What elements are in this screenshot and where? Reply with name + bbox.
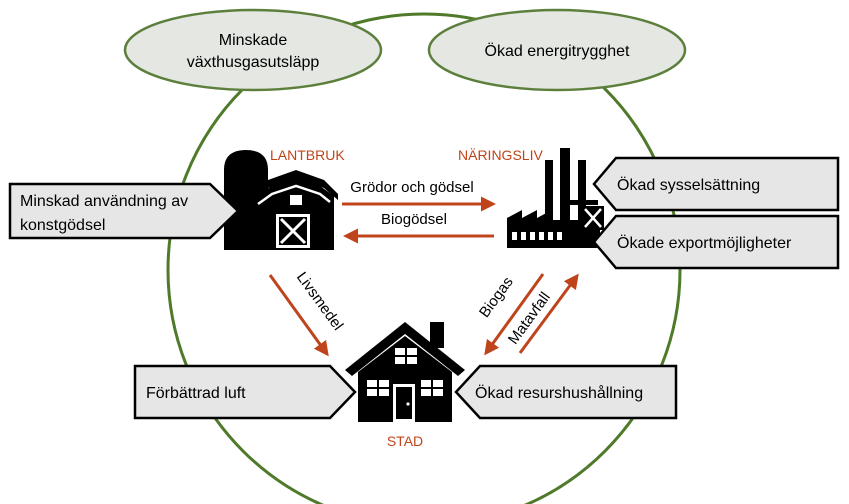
- flow-label-biogas: Biogas: [476, 274, 517, 321]
- cycle-circle: [166, 12, 682, 504]
- zone-label-city: STAD: [387, 433, 423, 449]
- arrow-industry-to-city: [484, 273, 545, 356]
- factory-icon: [507, 148, 604, 248]
- arrow-farm-to-city: [268, 274, 329, 357]
- oval-emissions-line1: Minskade: [219, 32, 288, 49]
- benefit-employment-text: Ökad sysselsättning: [617, 176, 760, 194]
- benefit-oval-emissions: Minskade växthusgasutsläpp: [123, 8, 383, 92]
- flow-label-crops-manure: Grödor och gödsel: [350, 179, 473, 196]
- barn-silo-icon: [224, 150, 338, 250]
- benefit-oval-energy: Ökad energitrygghet: [427, 8, 687, 92]
- benefit-less-fertilizer-line1: Minskad användning av: [20, 193, 188, 210]
- benefit-export-text: Ökade exportmöjligheter: [617, 234, 792, 252]
- benefit-better-air-text: Förbättrad luft: [146, 385, 246, 402]
- arrow-city-to-industry: [518, 273, 579, 354]
- oval-emissions-line2: växthusgasutsläpp: [187, 54, 320, 71]
- flow-label-biofertilizer: Biogödsel: [381, 211, 447, 228]
- benefit-box-resource-management: Ökad resurshushållning: [454, 364, 678, 420]
- benefit-resource-management-text: Ökad resurshushållning: [475, 384, 643, 402]
- zone-label-industry: NÄRINGSLIV: [458, 147, 543, 163]
- house-icon: [345, 322, 465, 422]
- benefit-box-export: Ökade exportmöjligheter: [592, 214, 840, 270]
- benefit-box-employment: Ökad sysselsättning: [592, 156, 840, 212]
- flow-label-food: Livsmedel: [293, 269, 346, 334]
- oval-energy-text: Ökad energitrygghet: [485, 42, 631, 60]
- benefit-less-fertilizer-line2: konstgödsel: [20, 217, 105, 234]
- benefit-box-less-fertilizer: Minskad användning av konstgödsel: [8, 182, 240, 240]
- benefit-box-better-air: Förbättrad luft: [133, 364, 357, 420]
- zone-label-farm: LANTBRUK: [270, 147, 345, 163]
